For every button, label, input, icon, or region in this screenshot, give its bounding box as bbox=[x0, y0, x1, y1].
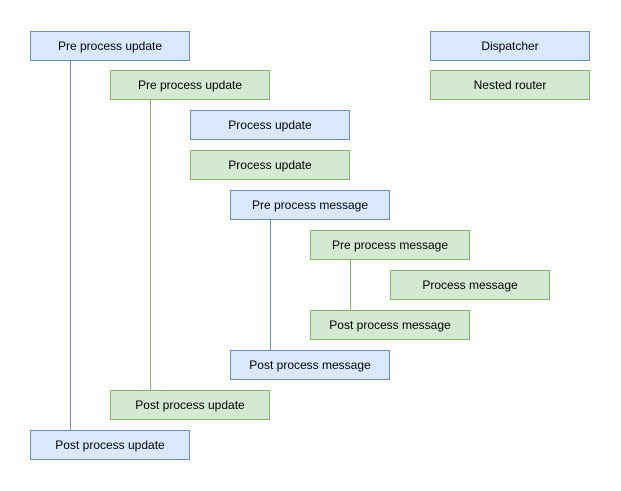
node-post-process-update-green[interactable]: Post process update bbox=[110, 390, 270, 420]
node-process-message-green[interactable]: Process message bbox=[390, 270, 550, 300]
node-label: Post process update bbox=[55, 438, 165, 452]
node-process-update-green[interactable]: Process update bbox=[190, 150, 350, 180]
node-post-process-update-blue[interactable]: Post process update bbox=[30, 430, 190, 460]
lifeline-pre-to-post-process-update-green bbox=[150, 100, 151, 390]
node-label: Process update bbox=[228, 158, 312, 172]
node-label: Post process update bbox=[135, 398, 245, 412]
node-pre-process-update-green[interactable]: Pre process update bbox=[110, 70, 270, 100]
node-label: Pre process update bbox=[57, 39, 163, 53]
lifeline-pre-to-post-process-message-blue bbox=[270, 220, 271, 350]
lifeline-pre-to-post-process-update-blue bbox=[70, 61, 71, 430]
node-process-update-blue[interactable]: Process update bbox=[190, 110, 350, 140]
node-label: Process update bbox=[228, 118, 312, 132]
node-label: Pre process message bbox=[331, 238, 449, 252]
node-label: Pre process update bbox=[137, 78, 243, 92]
node-pre-process-update-blue[interactable]: Pre process update bbox=[30, 31, 190, 61]
lifeline-pre-to-post-process-message-green bbox=[350, 260, 351, 310]
node-label: Post process message bbox=[249, 358, 371, 372]
node-pre-process-message-blue[interactable]: Pre process message bbox=[230, 190, 390, 220]
node-label: Pre process message bbox=[251, 198, 369, 212]
legend-dispatcher-box[interactable]: Dispatcher bbox=[430, 31, 590, 61]
node-label: Post process message bbox=[329, 318, 451, 332]
legend-nested-router-box[interactable]: Nested router bbox=[430, 70, 590, 100]
legend-nested-router-label: Nested router bbox=[473, 78, 547, 92]
node-label: Process message bbox=[422, 278, 518, 292]
legend-dispatcher-label: Dispatcher bbox=[481, 39, 539, 53]
node-post-process-message-green[interactable]: Post process message bbox=[310, 310, 470, 340]
node-post-process-message-blue[interactable]: Post process message bbox=[230, 350, 390, 380]
node-pre-process-message-green[interactable]: Pre process message bbox=[310, 230, 470, 260]
